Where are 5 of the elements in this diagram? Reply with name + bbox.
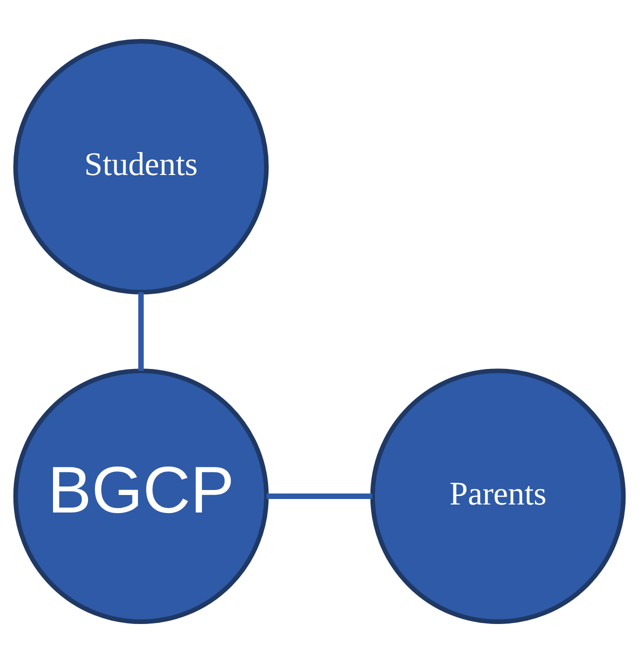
- node-circle: BGCP: [13, 368, 269, 624]
- node-circle: Parents: [370, 368, 626, 624]
- connector: [266, 494, 372, 500]
- connector: [138, 292, 144, 371]
- node-circle: Students: [13, 39, 269, 294]
